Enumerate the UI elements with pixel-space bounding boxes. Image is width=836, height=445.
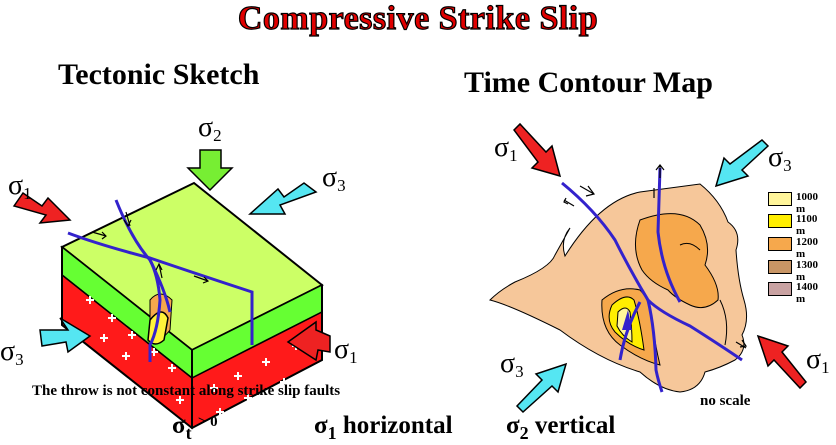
label-map-sigma3-bottom: σ3 (500, 348, 524, 381)
label-sigma1-left: σ1 (8, 170, 32, 203)
no-scale-note: no scale (700, 393, 751, 409)
sigma1-right-arrow (286, 320, 331, 362)
sigma1-left-arrow (12, 191, 72, 224)
sigma3-map-bottom-arrow (515, 362, 568, 414)
contour-1200-north (635, 213, 719, 309)
legend-swatch (768, 260, 792, 274)
sigma1-map-bottom-arrow (756, 334, 808, 390)
legend-swatch (768, 192, 792, 206)
sigma2-arrow (186, 149, 234, 192)
time-contour-map (489, 164, 748, 393)
legend-swatch (768, 282, 792, 296)
legend-swatch (768, 214, 792, 228)
map-slip-arrows (563, 164, 748, 349)
time-contour-map-title: Time Contour Map (464, 66, 713, 99)
sigma1-horizontal: σ1 horizontal (314, 412, 453, 443)
tectonic-sketch-title: Tectonic Sketch (58, 58, 260, 91)
sigma1-map-top-arrow (513, 122, 562, 178)
label-sigma3-right: σ3 (322, 162, 346, 195)
sigma3-left-arrow (39, 317, 92, 354)
sigma3-map-top-arrow (714, 139, 770, 188)
sigma-t-condition: σt > 0 (172, 412, 218, 443)
figure-title: Compressive Strike Slip (237, 0, 599, 38)
label-sigma3-left: σ3 (0, 336, 24, 369)
label-sigma1-right: σ1 (334, 334, 358, 367)
sigma2-vertical: σ2 vertical (506, 412, 616, 443)
legend-swatch (768, 237, 792, 251)
label-map-sigma1-top: σ1 (494, 132, 518, 165)
block-slip-arrows (91, 211, 210, 284)
map-faults (561, 167, 743, 393)
block-faults (67, 199, 254, 362)
basement-crosses (86, 296, 300, 416)
sigma3-right-arrow (248, 182, 318, 215)
label-map-sigma1-bottom: σ1 (806, 344, 830, 377)
caption-throw: The throw is not constant along strike s… (32, 383, 341, 399)
label-map-sigma3-top: σ3 (768, 142, 792, 175)
label-sigma2: σ2 (198, 112, 222, 145)
